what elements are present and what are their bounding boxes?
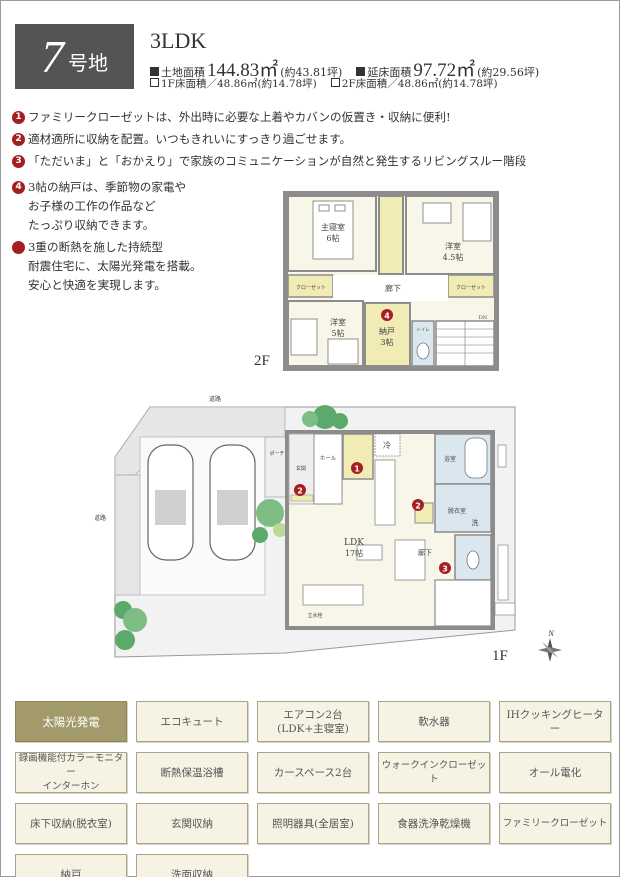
ldk-size-label: 17帖 — [345, 548, 363, 558]
svg-text:2: 2 — [297, 487, 303, 496]
equipment-wic: ウォークインクローゼット — [378, 752, 490, 793]
marker-2-icon: 2 — [12, 132, 25, 146]
equipment-all-electric: オール電化 — [499, 752, 611, 793]
empty-square-icon — [330, 78, 340, 87]
road-top-label: 道路 — [209, 395, 221, 403]
layout-type: 3LDK — [150, 28, 207, 53]
compass-icon: N — [538, 629, 562, 662]
marker-1-icon: 1 — [12, 110, 25, 124]
closet-right: クローゼット — [456, 284, 486, 291]
equipment-family-closet: ファミリークローゼット — [499, 803, 611, 844]
floor1-plan: 1 2 2 3 道路 道路 ポーチ 玄関 ホール 冷 LDK 17帖 浴室 脱衣… — [95, 395, 516, 658]
feature-list: 1 ファミリークローゼットは、外出時に必要な上着やカバンの仮置き・収納に便利! … — [12, 106, 526, 172]
equipment-grid: 太陽光発電 エコキュート エアコン2台 (LDK+主寝室) 軟水器 IHクッキン… — [15, 701, 613, 877]
floor2-plan: 主寝室 6帖 洋室 4.5帖 廊下 クローゼット クローゼット 洋室 5帖 4 … — [283, 191, 499, 371]
marker-3-icon: 3 — [12, 154, 25, 168]
equipment-storeroom: 納戸 — [15, 854, 127, 877]
svg-text:1: 1 — [354, 465, 360, 474]
bath-label: 浴室 — [444, 455, 456, 463]
feature-item-insulation: 3重の断熱を施した持続型 耐震住宅に、太陽光発電を搭載。 安心と快適を実現します… — [12, 238, 202, 295]
svg-text:3: 3 — [442, 565, 448, 574]
closet-left: クローゼット — [296, 284, 326, 291]
room-master-size: 6帖 — [326, 233, 339, 243]
equipment-bathtub: 断熱保温浴槽 — [136, 752, 248, 793]
equipment-intercom: 録画機能付カラーモニター インターホン — [15, 752, 127, 793]
lot-number: 7 — [41, 30, 64, 82]
lot-number-badge: 7 号地 — [15, 24, 134, 89]
equipment-aircon: エアコン2台 (LDK+主寝室) — [257, 701, 369, 742]
marker-4-icon: 4 — [384, 312, 390, 321]
floor1-area: 1F床面積／48.86㎡(約14.78坪) — [161, 78, 317, 90]
fridge-label: 冷 — [383, 440, 391, 450]
room-western2: 洋室 — [330, 317, 346, 327]
floor-area-label: 延床面積 — [367, 66, 412, 79]
area-summary: 土地面積 144.83㎡ (約43.81坪) 延床面積 97.72㎡ (約29.… — [150, 55, 539, 82]
stairs-dn: DN — [479, 315, 488, 321]
equipment-water-softener: 軟水器 — [378, 701, 490, 742]
equipment-underfloor-storage: 床下収納(脱衣室) — [15, 803, 127, 844]
equipment-ecocute: エコキュート — [136, 701, 248, 742]
floor2-area: 2F床面積／48.86㎡(約14.78坪) — [341, 78, 498, 90]
empty-square-icon — [150, 78, 159, 87]
floor-areas: 1F床面積／48.86㎡(約14.78坪) 2F床面積／48.86㎡(約14.7… — [150, 76, 498, 91]
land-area-tsubo: (約43.81坪) — [280, 66, 343, 79]
lot-suffix: 号地 — [68, 51, 108, 75]
bullet-dot-icon — [12, 241, 25, 254]
room-western1-size: 4.5帖 — [443, 252, 464, 262]
floor-area-tsubo: (約29.56坪) — [477, 66, 540, 79]
floor1-label: 1F — [492, 648, 508, 664]
equipment-dishwasher: 食器洗浄乾燥機 — [378, 803, 490, 844]
land-area-label: 土地面積 — [161, 66, 205, 79]
road-left-label: 道路 — [95, 514, 106, 522]
equipment-washstand-storage: 洗面収納 — [136, 854, 248, 877]
equipment-entrance-storage: 玄関収納 — [136, 803, 248, 844]
faucet-label: 立水栓 — [307, 612, 322, 619]
svg-text:N: N — [547, 629, 554, 638]
land-area-value: 144.83㎡ — [207, 60, 279, 81]
ldk-label: LDK — [344, 538, 364, 548]
room-storage-size: 3帖 — [380, 337, 393, 347]
marker-4-icon: 4 — [12, 181, 25, 194]
room-toilet: トイレ — [416, 328, 430, 333]
equipment-car-space: カースペース2台 — [257, 752, 369, 793]
room-storage: 納戸 — [379, 326, 395, 336]
corridor-label: 廊下 — [418, 548, 432, 557]
entrance-label: 玄関 — [296, 465, 306, 472]
porch-label: ポーチ — [269, 450, 284, 457]
floor2-label: 2F — [254, 353, 270, 369]
equipment-ih-heater: IHクッキングヒーター — [499, 701, 611, 742]
equipment-lighting: 照明器具(全居室) — [257, 803, 369, 844]
room-hall: 廊下 — [385, 283, 401, 293]
filled-square-icon — [356, 67, 366, 76]
dressing-label: 脱衣室 — [448, 507, 466, 515]
feature-item: 1 ファミリークローゼットは、外出時に必要な上着やカバンの仮置き・収納に便利! — [12, 106, 526, 128]
equipment-solar: 太陽光発電 — [15, 701, 127, 742]
room-western2-size: 5帖 — [331, 328, 344, 338]
room-master: 主寝室 — [321, 222, 345, 232]
filled-square-icon — [150, 67, 159, 76]
floor-area-value: 97.72㎡ — [413, 60, 476, 81]
feature-item: 3 「ただいま」と「おかえり」で家族のコミュニケーションが自然と発生するリビング… — [12, 150, 526, 172]
hall-label: ホール — [320, 455, 337, 462]
wash-label: 洗 — [472, 518, 479, 527]
svg-text:2: 2 — [415, 502, 421, 511]
feature-item: 2 適材適所に収納を配置。いつもきれいにすっきり過ごせます。 — [12, 128, 526, 150]
room-western1: 洋室 — [445, 241, 461, 251]
